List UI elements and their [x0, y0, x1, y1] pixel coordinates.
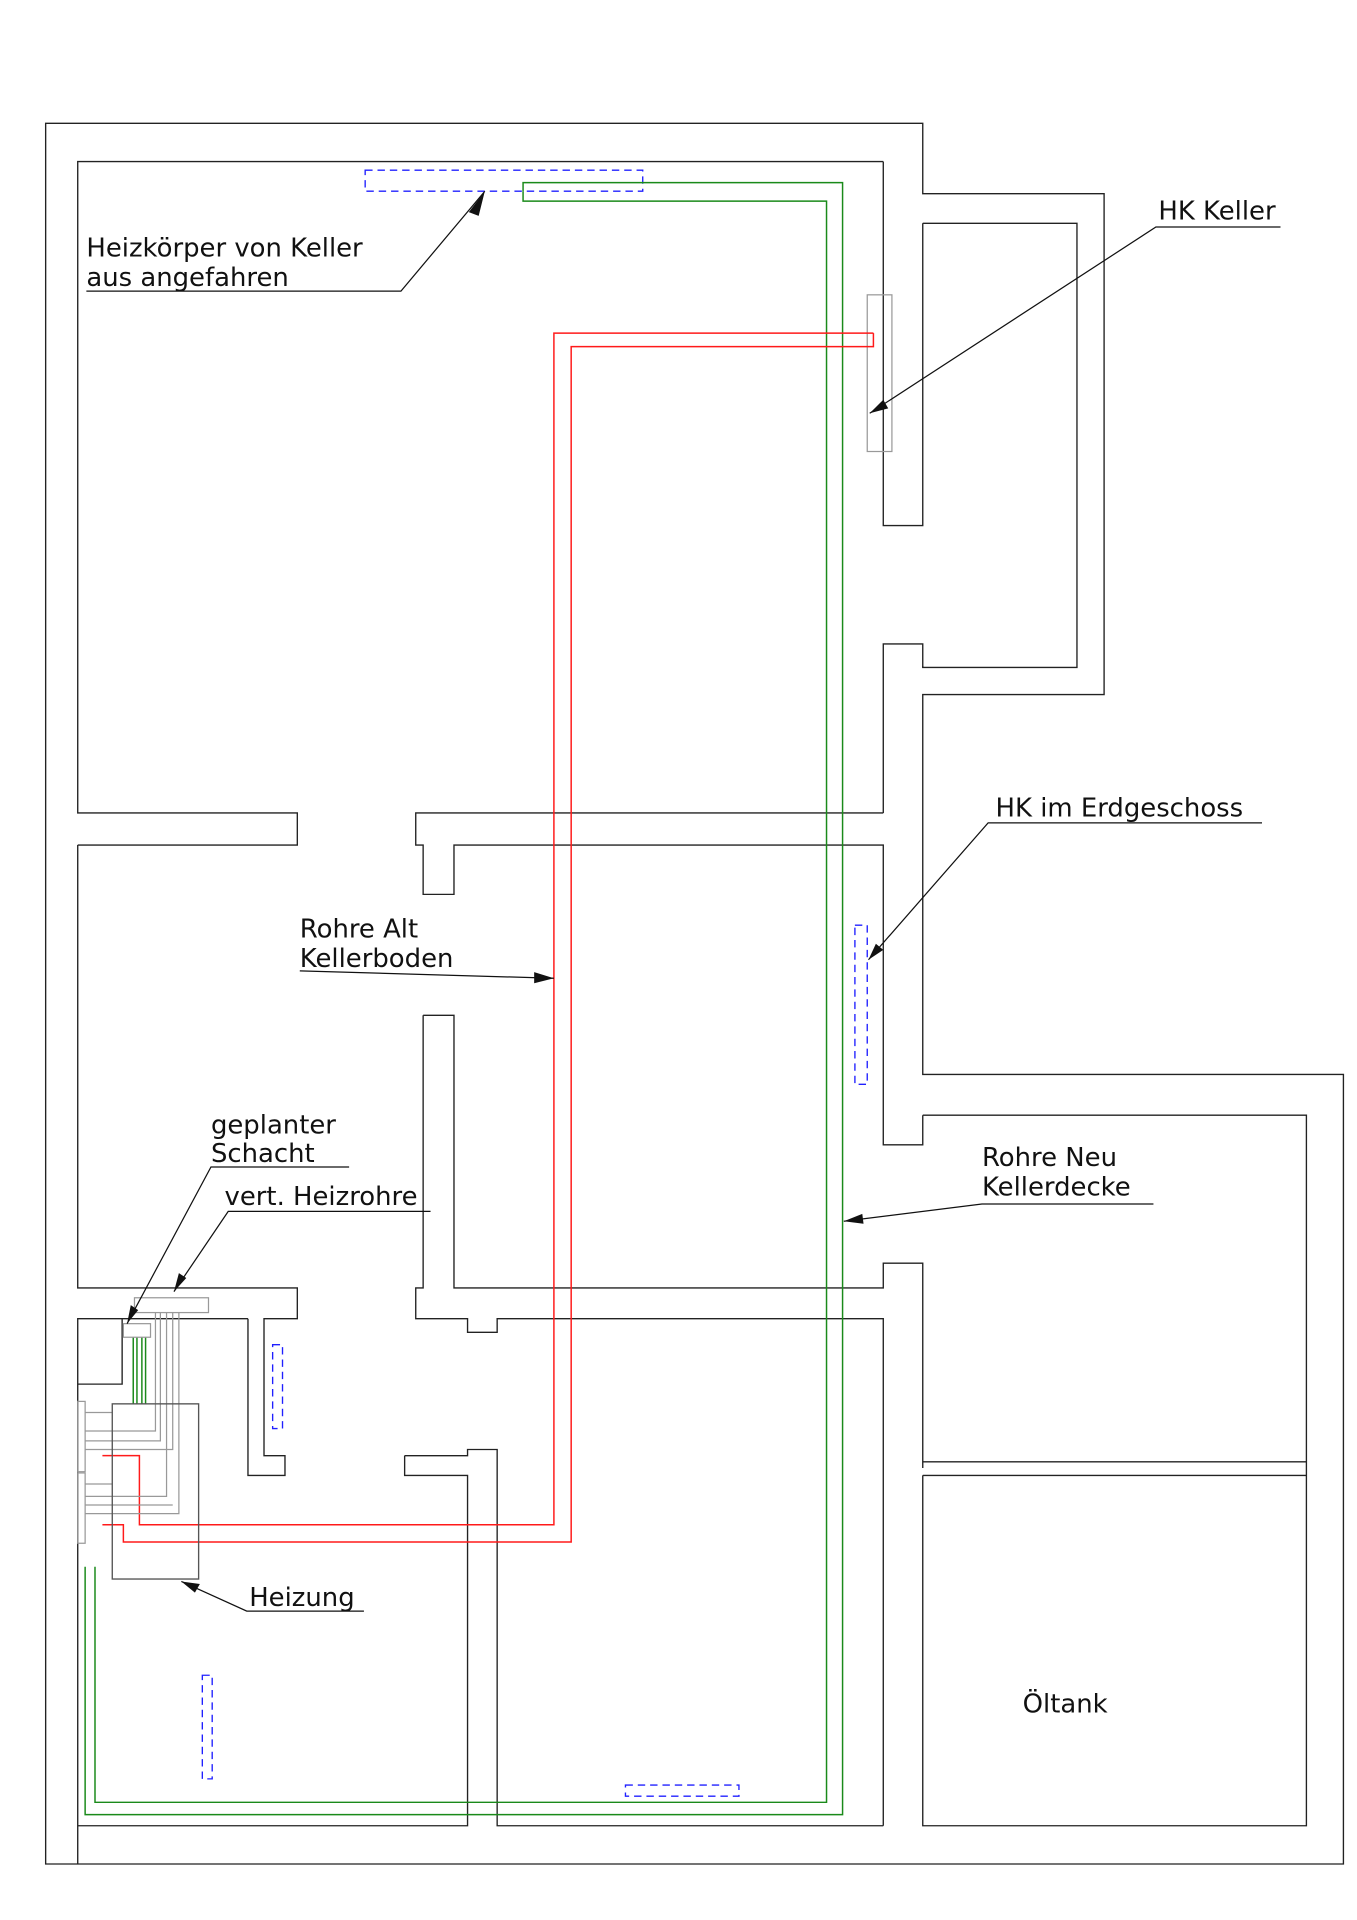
- heizungsraum-wall: [77, 1318, 248, 1864]
- arrowhead-heizkoerper: [468, 191, 485, 216]
- annex-inner-wall: [922, 222, 1078, 669]
- wall-stub-mid-right: [882, 643, 924, 813]
- arrowhead-rohre-neu: [843, 1213, 864, 1224]
- heizung-boiler: [111, 1403, 200, 1580]
- label-heizung: Heizung: [249, 1583, 354, 1613]
- new-pipes: [84, 181, 844, 1816]
- label-heizkoerper-1: Heizkörper von Keller: [86, 234, 363, 264]
- room-right-upper: [922, 1114, 1308, 1827]
- partition-lower-left: [77, 1455, 469, 1827]
- radiator-hk-erdgeschoss: [854, 924, 868, 1086]
- vertical-pipes-box: [133, 1297, 210, 1314]
- outer-wall: [44, 122, 1345, 1865]
- labels: Heizkörper von Keller aus angefahren HK …: [86, 197, 1276, 1720]
- radiator-bottom-left: [201, 1674, 213, 1780]
- arrowhead-hk-keller: [869, 399, 889, 414]
- label-heizkoerper-2: aus angefahren: [86, 263, 288, 293]
- leader-rohre-alt: [299, 970, 554, 979]
- room-middle-left: [77, 845, 298, 1477]
- leader-hk-keller: [869, 226, 1281, 414]
- leader-heizung: [181, 1580, 364, 1612]
- new-pipe-inner: [94, 191, 828, 1804]
- room-upper-left-bottom-right: [415, 812, 924, 1146]
- radiators: [201, 169, 893, 1797]
- walls: [44, 122, 1345, 1865]
- partition-lower: [404, 1448, 884, 1827]
- radiator-small-left: [271, 1343, 284, 1430]
- leader-vert-heizrohre: [173, 1210, 431, 1292]
- old-pipe-inner: [102, 332, 874, 1526]
- arrowhead-vert-heizrohre: [173, 1273, 187, 1292]
- partition-middle-left: [415, 1015, 884, 1826]
- arrowhead-heizung: [181, 1581, 200, 1593]
- partition-middle: [423, 1014, 924, 1469]
- wall-stub-upper-right: [882, 161, 924, 527]
- label-rohre-neu-1: Rohre Neu: [982, 1143, 1117, 1173]
- planned-shaft: [122, 1323, 152, 1338]
- new-pipe-outer: [84, 181, 844, 1816]
- label-hk-erdgeschoss: HK im Erdgeschoss: [996, 794, 1244, 824]
- boiler-connector-upper: [77, 1400, 86, 1473]
- radiator-bottom-middle: [624, 1784, 740, 1797]
- annotations: [86, 190, 1281, 1612]
- label-oeltank: Öltank: [1023, 1687, 1108, 1719]
- arrowhead-hk-eg: [868, 943, 884, 960]
- label-rohre-neu-2: Kellerdecke: [982, 1172, 1131, 1202]
- label-rohre-alt-1: Rohre Alt: [300, 915, 418, 945]
- label-geplanter: geplanter: [211, 1111, 336, 1141]
- arrowhead-rohre-alt: [534, 972, 554, 984]
- label-vert-heizrohre: vert. Heizrohre: [225, 1182, 418, 1212]
- radiator-hk-keller: [866, 294, 893, 453]
- shaft-pipes: [132, 1337, 147, 1404]
- label-rohre-alt-2: Kellerboden: [300, 944, 454, 974]
- heizungsraum-niche: [77, 1318, 123, 1385]
- old-pipes: [102, 332, 875, 1543]
- vertical-pipes: [77, 1297, 210, 1580]
- leader-heizkoerper: [86, 190, 486, 292]
- boiler-connector-lower: [77, 1472, 86, 1544]
- label-schacht: Schacht: [211, 1139, 315, 1169]
- radiator-top: [364, 169, 644, 192]
- old-pipe-outer: [102, 333, 875, 1543]
- room-upper-left: [77, 160, 884, 846]
- label-hk-keller: HK Keller: [1158, 197, 1276, 227]
- grey-pipes: [85, 1312, 180, 1515]
- leader-rohre-neu: [843, 1203, 1154, 1222]
- leader-schacht: [126, 1166, 350, 1324]
- leader-hk-eg: [868, 822, 1263, 961]
- arrowhead-schacht: [127, 1305, 139, 1324]
